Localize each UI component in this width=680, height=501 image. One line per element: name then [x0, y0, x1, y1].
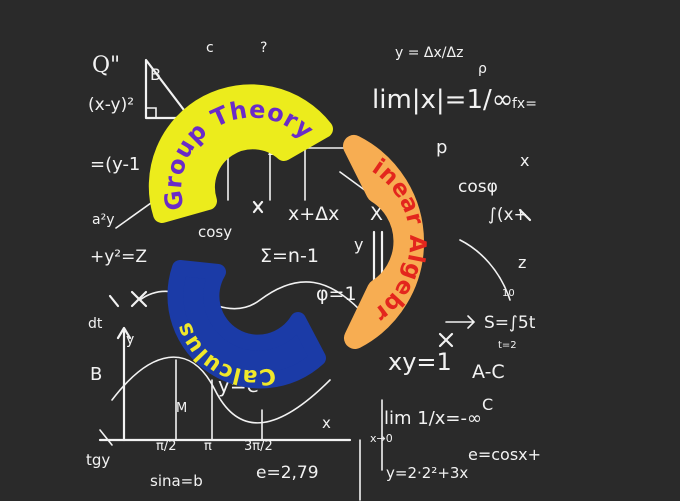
formula-text: x — [520, 151, 529, 170]
formula-text: ∫(x+ — [488, 205, 528, 225]
formula-text: x — [322, 414, 331, 432]
formula-text: z — [518, 253, 526, 272]
formula-text: sina=b — [150, 472, 203, 490]
formula-text: B — [150, 65, 161, 84]
formula-text: lim 1/x=-∞ — [384, 408, 482, 429]
formula-text: C — [482, 395, 493, 414]
formula-text: S=∫5t — [484, 313, 536, 333]
formula-text: a²y — [92, 212, 114, 228]
formula-text: (x-y)² — [88, 95, 134, 115]
formula-text: y — [126, 332, 134, 348]
group-theory-band — [148, 84, 333, 223]
formula-text: dt — [88, 316, 103, 332]
formula-text: =(y-1 — [90, 154, 140, 175]
formula-text: ? — [260, 40, 267, 56]
formula-text: Q" — [92, 53, 120, 78]
formula-text: ρ — [478, 61, 487, 77]
formula-text: e=2,79 — [256, 463, 319, 483]
formula-text: y = Δx/Δz — [395, 45, 463, 61]
calculus-arc: Calculus — [167, 260, 326, 390]
formula-text: A-C — [472, 361, 505, 383]
formula-text: fx= — [512, 96, 537, 112]
formula-text: X — [370, 203, 383, 225]
calculus-band — [167, 260, 326, 389]
formula-text: π/2 — [156, 439, 176, 454]
formula-text: cosφ — [458, 177, 498, 197]
formula-text: t=2 — [498, 340, 517, 351]
formula-text: B — [90, 364, 102, 385]
formula-text: x+Δx — [288, 203, 339, 225]
formula-text: y — [354, 235, 363, 254]
formula-text: c — [206, 40, 214, 56]
formula-text: tgy — [86, 451, 110, 469]
formula-text: 3π/2 — [244, 439, 273, 454]
chalkboard-formulas: Q" (x-y)² B c ? y = Δx/Δz ρ lim|x|=1/∞ f… — [86, 40, 541, 490]
formula-text: π — [204, 439, 212, 454]
formula-text: xy=1 — [388, 348, 452, 376]
formula-text: p — [436, 137, 447, 158]
group-theory-arc: Group Theory — [148, 84, 333, 223]
formula-text: φ=1 — [316, 283, 357, 305]
formula-text: e=cosx+ — [468, 445, 541, 464]
formula-text: +y²=Z — [90, 247, 147, 267]
formula-text: lim|x|=1/∞ — [372, 85, 513, 115]
formula-text: cosy — [198, 223, 232, 241]
formula-text: M — [176, 401, 187, 416]
linear-algebra-band — [343, 135, 425, 349]
formula-text: y=2·2²+3x — [386, 464, 468, 482]
formula-text: Σ=n-1 — [260, 245, 319, 267]
